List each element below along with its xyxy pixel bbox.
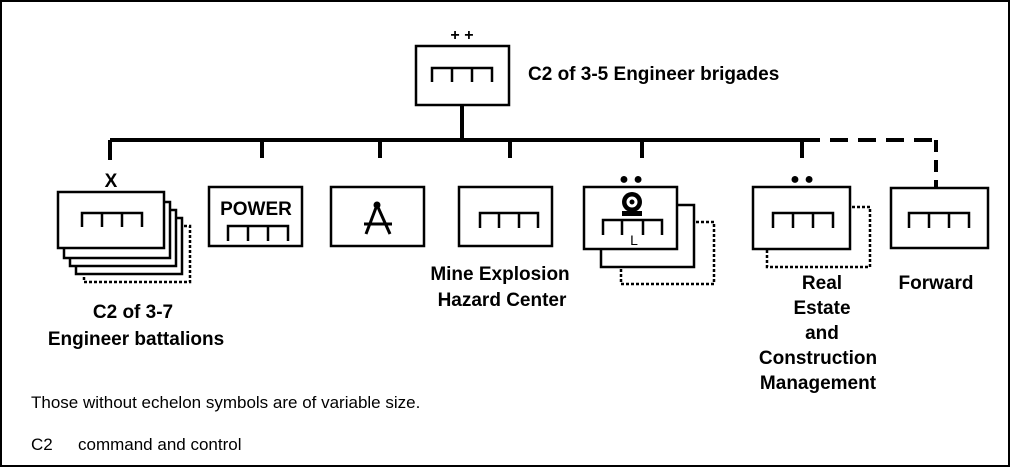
abbreviation-term: C2 [31,435,53,454]
mine-label-line1: Mine Explosion [430,264,569,285]
hq-brigade-unit: + + C2 of 3-5 Engineer brigades [414,27,779,107]
real-estate-unit: ● ● Real Estate and Construction Managem… [751,171,877,394]
real-estate-label-line3: and [805,323,839,344]
forward-unit: Forward [889,186,990,294]
echelon-note: Those without echelon symbols are of var… [31,393,420,412]
mine-label-line2: Hazard Center [438,290,567,311]
diving-unit-box [582,185,679,251]
battalion-label-line2: Engineer battalions [48,329,224,350]
engineer-branch-icon [907,211,971,228]
engineer-branch-icon [601,218,664,235]
power-unit-box [207,185,304,248]
diving-unit: ● ● L [582,171,716,286]
battalion-unit-box [56,190,166,250]
diving-echelon-symbol: ● ● [619,171,643,188]
hq-unit-box [414,44,511,107]
diving-sub-label: L [630,232,638,248]
power-label: POWER [220,199,292,220]
hq-label: C2 of 3-5 Engineer brigades [528,64,779,85]
power-unit: POWER [207,185,304,248]
topographic-unit [329,185,426,248]
mine-unit-box [457,185,554,248]
real-estate-unit-box [751,185,852,251]
real-estate-label-line5: Management [760,373,877,394]
diving-helmet-icon [622,192,642,216]
connector-lines [108,105,938,188]
real-estate-label-line1: Real [802,273,842,294]
battalion-label-line1: C2 of 3-7 [93,302,173,323]
real-estate-echelon-symbol: ● ● [790,171,814,188]
battalions-unit: X C2 of 3-7 Engineer battalions [48,171,224,350]
battalion-echelon-symbol: X [105,171,118,192]
real-estate-label-line4: Construction [759,348,877,369]
real-estate-label-line2: Estate [793,298,850,319]
engineer-branch-icon [478,211,540,228]
compass-icon [364,201,392,235]
engineer-branch-icon [226,224,290,241]
forward-unit-box [889,186,990,250]
engineer-branch-icon [430,66,494,82]
mine-hazard-unit: Mine Explosion Hazard Center [430,185,570,311]
abbreviation-definition: command and control [78,435,241,454]
topographic-unit-box [329,185,426,248]
hq-echelon-symbol: + + [450,27,473,44]
forward-label: Forward [899,273,974,294]
engineer-branch-icon [80,211,144,227]
engineer-branch-icon [771,211,835,228]
